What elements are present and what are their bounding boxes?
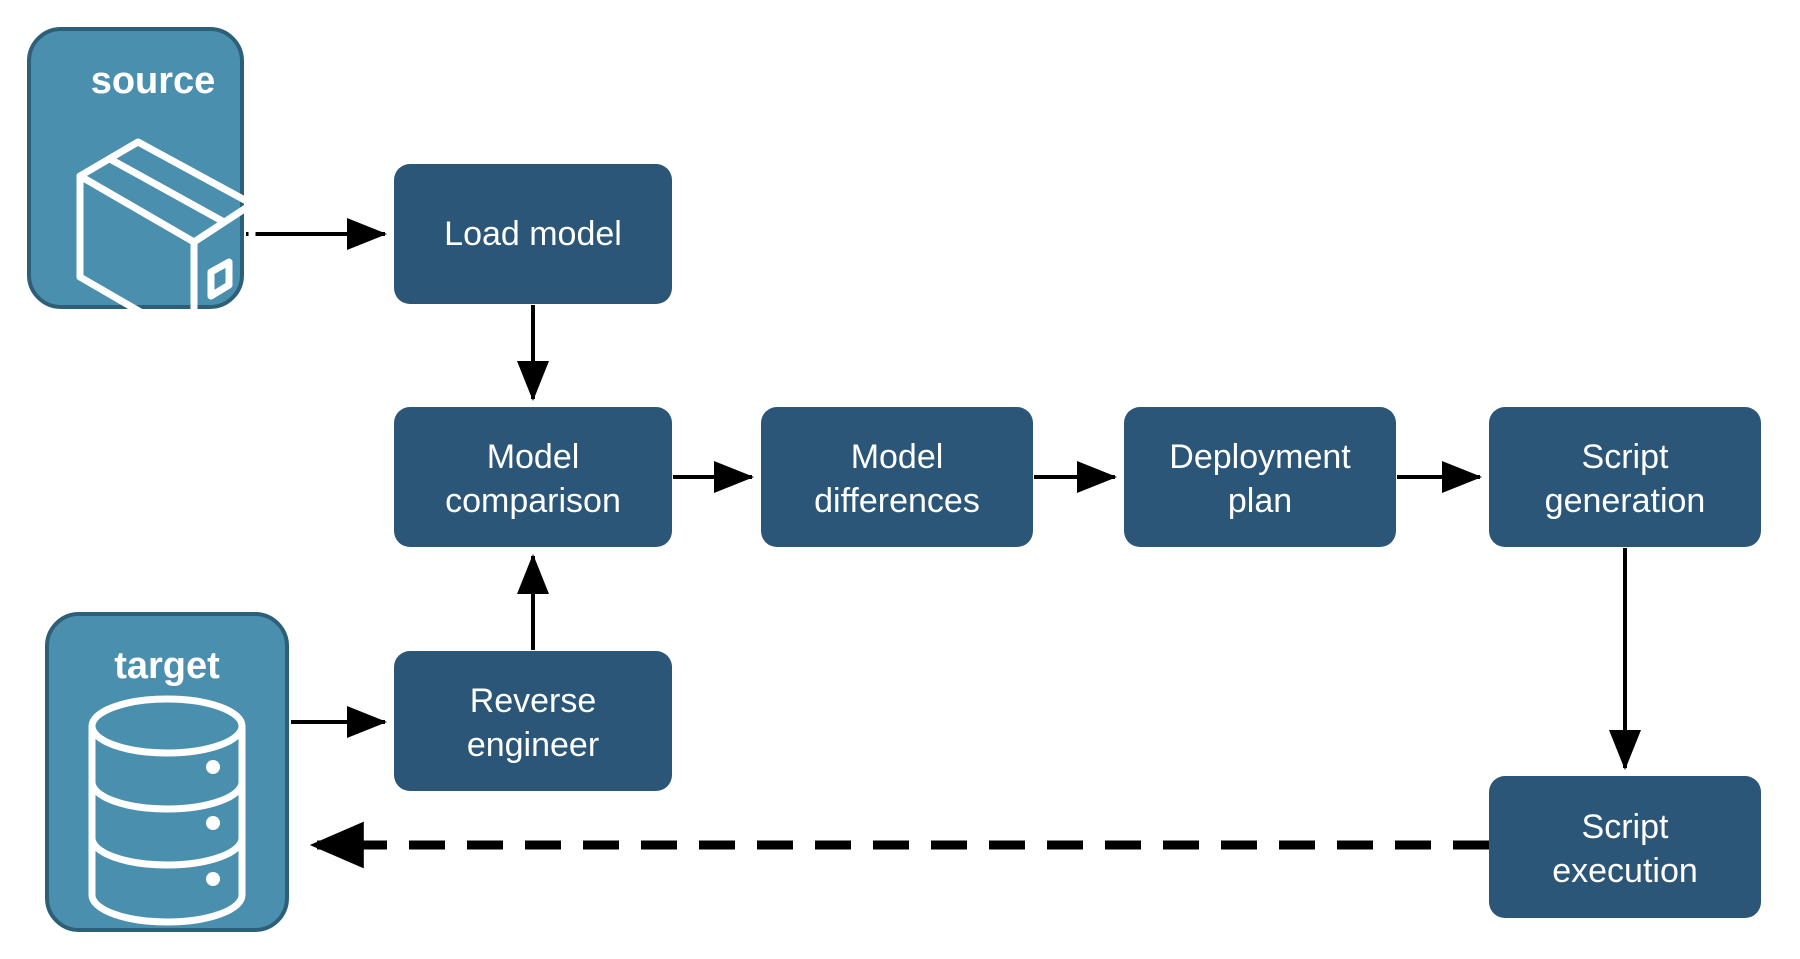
reverse-engineer-shape [394,651,672,791]
node-model-comparison[interactable]: Model comparison [394,407,672,547]
reverse-engineer-label-line-1: Reverse [470,682,597,720]
model-comparison-label-line-2: comparison [445,482,621,520]
load-model-shape [394,164,672,304]
node-model-differences[interactable]: Model differences [761,407,1033,547]
script-generation-shape [1489,407,1761,547]
script-execution-label-line-2: execution [1552,852,1698,890]
node-script-generation[interactable]: Script generation [1489,407,1761,547]
db-indicator-dot-3 [206,872,220,886]
reverse-engineer-label-line-2: engineer [467,726,599,764]
script-execution-label-line-1: Script [1582,808,1669,846]
database-cylinder-icon [88,695,246,926]
node-target[interactable]: target [45,612,289,932]
script-generation-label-line-1: Script [1582,438,1669,476]
source-label: source [91,60,216,102]
model-comparison-label-line-1: Model [487,438,580,476]
script-generation-label-line-2: generation [1545,482,1706,520]
target-label: target [114,645,220,687]
deployment-plan-shape [1124,407,1396,547]
model-differences-label-line-2: differences [814,482,980,520]
node-reverse-engineer[interactable]: Reverse engineer [394,651,672,791]
model-differences-shape [761,407,1033,547]
load-model-label-line-1: Load model [444,215,622,253]
node-load-model[interactable]: Load model [394,164,672,304]
edges-layer [246,218,1641,869]
model-differences-label-line-1: Model [851,438,944,476]
deployment-plan-label-line-2: plan [1228,482,1292,520]
script-execution-shape [1489,776,1761,918]
deployment-plan-label-line-1: Deployment [1169,438,1351,476]
package-box-icon [76,138,256,347]
node-source[interactable]: source [27,27,256,347]
node-deployment-plan[interactable]: Deployment plan [1124,407,1396,547]
db-indicator-dot-1 [206,760,220,774]
model-comparison-shape [394,407,672,547]
node-script-execution[interactable]: Script execution [1489,776,1761,918]
db-indicator-dot-2 [206,816,220,830]
